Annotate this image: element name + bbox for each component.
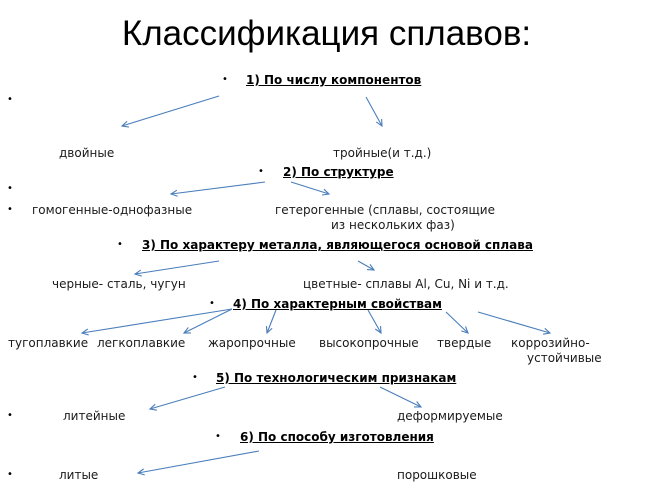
item-gomogennye: гомогенные-однофазные xyxy=(32,203,193,217)
arrow-head-3 xyxy=(169,189,178,197)
connector-arrow-7 xyxy=(81,308,233,334)
heading-1: 1) По числу компонентов xyxy=(246,73,422,87)
arrow-head-8 xyxy=(182,327,192,334)
bullet: • xyxy=(7,410,13,421)
connector-arrow-13 xyxy=(149,386,226,410)
page-title: Классификация сплавов: xyxy=(121,14,532,53)
arrow-head-4 xyxy=(321,188,331,196)
bullet: • xyxy=(215,431,221,442)
item-ustoychivye: устойчивые xyxy=(527,351,602,365)
connector-arrow-5 xyxy=(134,260,220,275)
arrow-head-10 xyxy=(374,325,382,335)
connector-arrow-6 xyxy=(357,260,375,271)
bullet: • xyxy=(192,372,198,383)
heading-2: 2) По структуре xyxy=(283,165,394,179)
item-troynye: тройные(и т.д.) xyxy=(333,146,432,160)
connector-arrow-2 xyxy=(365,96,383,127)
arrow-head-6 xyxy=(366,263,376,271)
arrow-head-11 xyxy=(461,326,469,334)
connector-arrow-11 xyxy=(445,311,469,334)
item-chernye: черные- сталь, чугун xyxy=(52,277,186,291)
connector-arrow-9 xyxy=(266,309,277,334)
item-tugoplavkie: тугоплавкие xyxy=(8,336,89,350)
connector-arrow-10 xyxy=(367,309,382,334)
bullet: • xyxy=(7,94,13,105)
item-geterogennye-cont: из нескольких фаз) xyxy=(331,218,455,232)
item-tverdye: твердые xyxy=(437,336,492,350)
bullet: • xyxy=(209,298,215,309)
item-legkoplavkie: легкоплавкие xyxy=(97,336,186,350)
bullet: • xyxy=(258,166,264,177)
item-deformiruemye: деформируемые xyxy=(397,409,503,423)
item-korroziyno: коррозийно- xyxy=(511,336,590,350)
item-geterogennye: гетерогенные (сплавы, состоящие xyxy=(275,203,495,217)
connector-arrow-1 xyxy=(121,95,220,127)
arrow-head-13 xyxy=(148,403,157,411)
arrow-head-14 xyxy=(413,401,423,408)
connector-arrow-3 xyxy=(170,181,266,195)
arrow-head-5 xyxy=(133,269,142,277)
arrow-head-2 xyxy=(375,118,383,128)
arrow-head-9 xyxy=(265,325,273,335)
item-vysokoprochnye: высокопрочные xyxy=(319,336,419,350)
item-tsvetnye: цветные- сплавы Al, Cu, Ni и т.д. xyxy=(303,277,509,291)
heading-3: 3) По характеру металла, являющегося осн… xyxy=(142,238,533,252)
connector-arrow-12 xyxy=(477,311,551,334)
bullet: • xyxy=(7,204,13,215)
connector-arrow-4 xyxy=(290,181,330,195)
arrow-head-15 xyxy=(136,468,145,476)
connector-arrow-14 xyxy=(379,386,422,408)
connector-arrow-8 xyxy=(183,308,233,334)
bullet: • xyxy=(7,183,13,194)
item-litye: литые xyxy=(59,468,99,482)
heading-4: 4) По характерным свойствам xyxy=(233,297,442,311)
connector-arrow-15 xyxy=(137,450,260,474)
bullet: • xyxy=(117,239,123,250)
arrow-head-7 xyxy=(80,328,89,336)
item-zharoprochnye: жаропрочные xyxy=(208,336,296,350)
item-poroshkovye: порошковые xyxy=(397,468,477,482)
arrow-head-1 xyxy=(120,120,130,128)
item-liteynye: литейные xyxy=(63,409,126,423)
bullet: • xyxy=(222,74,228,85)
heading-6: 6) По способу изготовления xyxy=(240,430,434,444)
bullet: • xyxy=(7,469,13,480)
item-dvoynye: двойные xyxy=(59,146,115,160)
heading-5: 5) По технологическим признакам xyxy=(216,371,457,385)
arrow-head-12 xyxy=(543,327,552,335)
